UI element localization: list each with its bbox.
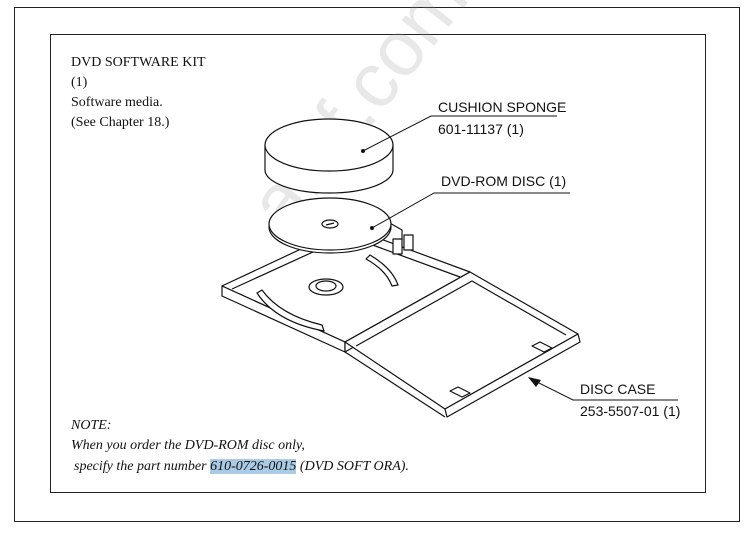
note-line-1: When you order the DVD-ROM disc only, — [71, 438, 305, 453]
sponge-part-number: 601-11137 (1) — [438, 121, 524, 137]
note-line-2-suffix: (DVD SOFT ORA). — [296, 459, 409, 474]
disc-leader-line — [371, 192, 570, 229]
sponge-leader-dot — [361, 149, 365, 153]
note-label: NOTE: — [71, 418, 112, 433]
sponge-label: CUSHION SPONGE — [438, 99, 567, 115]
case-lid-edge — [444, 333, 581, 418]
kit-ref: (See Chapter 18.) — [71, 115, 170, 130]
kit-title: DVD SOFTWARE KIT — [71, 55, 206, 70]
disc-case-lid — [344, 271, 581, 418]
sponge-leader-line — [362, 115, 557, 152]
case-leader-line — [528, 377, 678, 401]
case-part-number: 253-5507-01 (1) — [580, 403, 681, 419]
highlighted-part-number: 610-0726-0015 — [210, 459, 297, 474]
disc-label: DVD-ROM DISC (1) — [441, 173, 567, 189]
kit-qty: (1) — [71, 75, 88, 90]
disc-leader-dot — [370, 226, 374, 230]
dvd-rom-disc — [268, 197, 392, 254]
kit-desc: Software media. — [71, 95, 163, 110]
case-arrowhead — [528, 377, 541, 387]
outer-frame — [14, 7, 740, 522]
cushion-sponge — [264, 118, 394, 194]
diagram-frame — [50, 34, 706, 493]
case-label: DISC CASE — [580, 381, 656, 397]
note-line-2: specify the part number 610-0726-0015 (D… — [74, 459, 409, 475]
note-line-2-prefix: specify the part number — [74, 459, 211, 474]
